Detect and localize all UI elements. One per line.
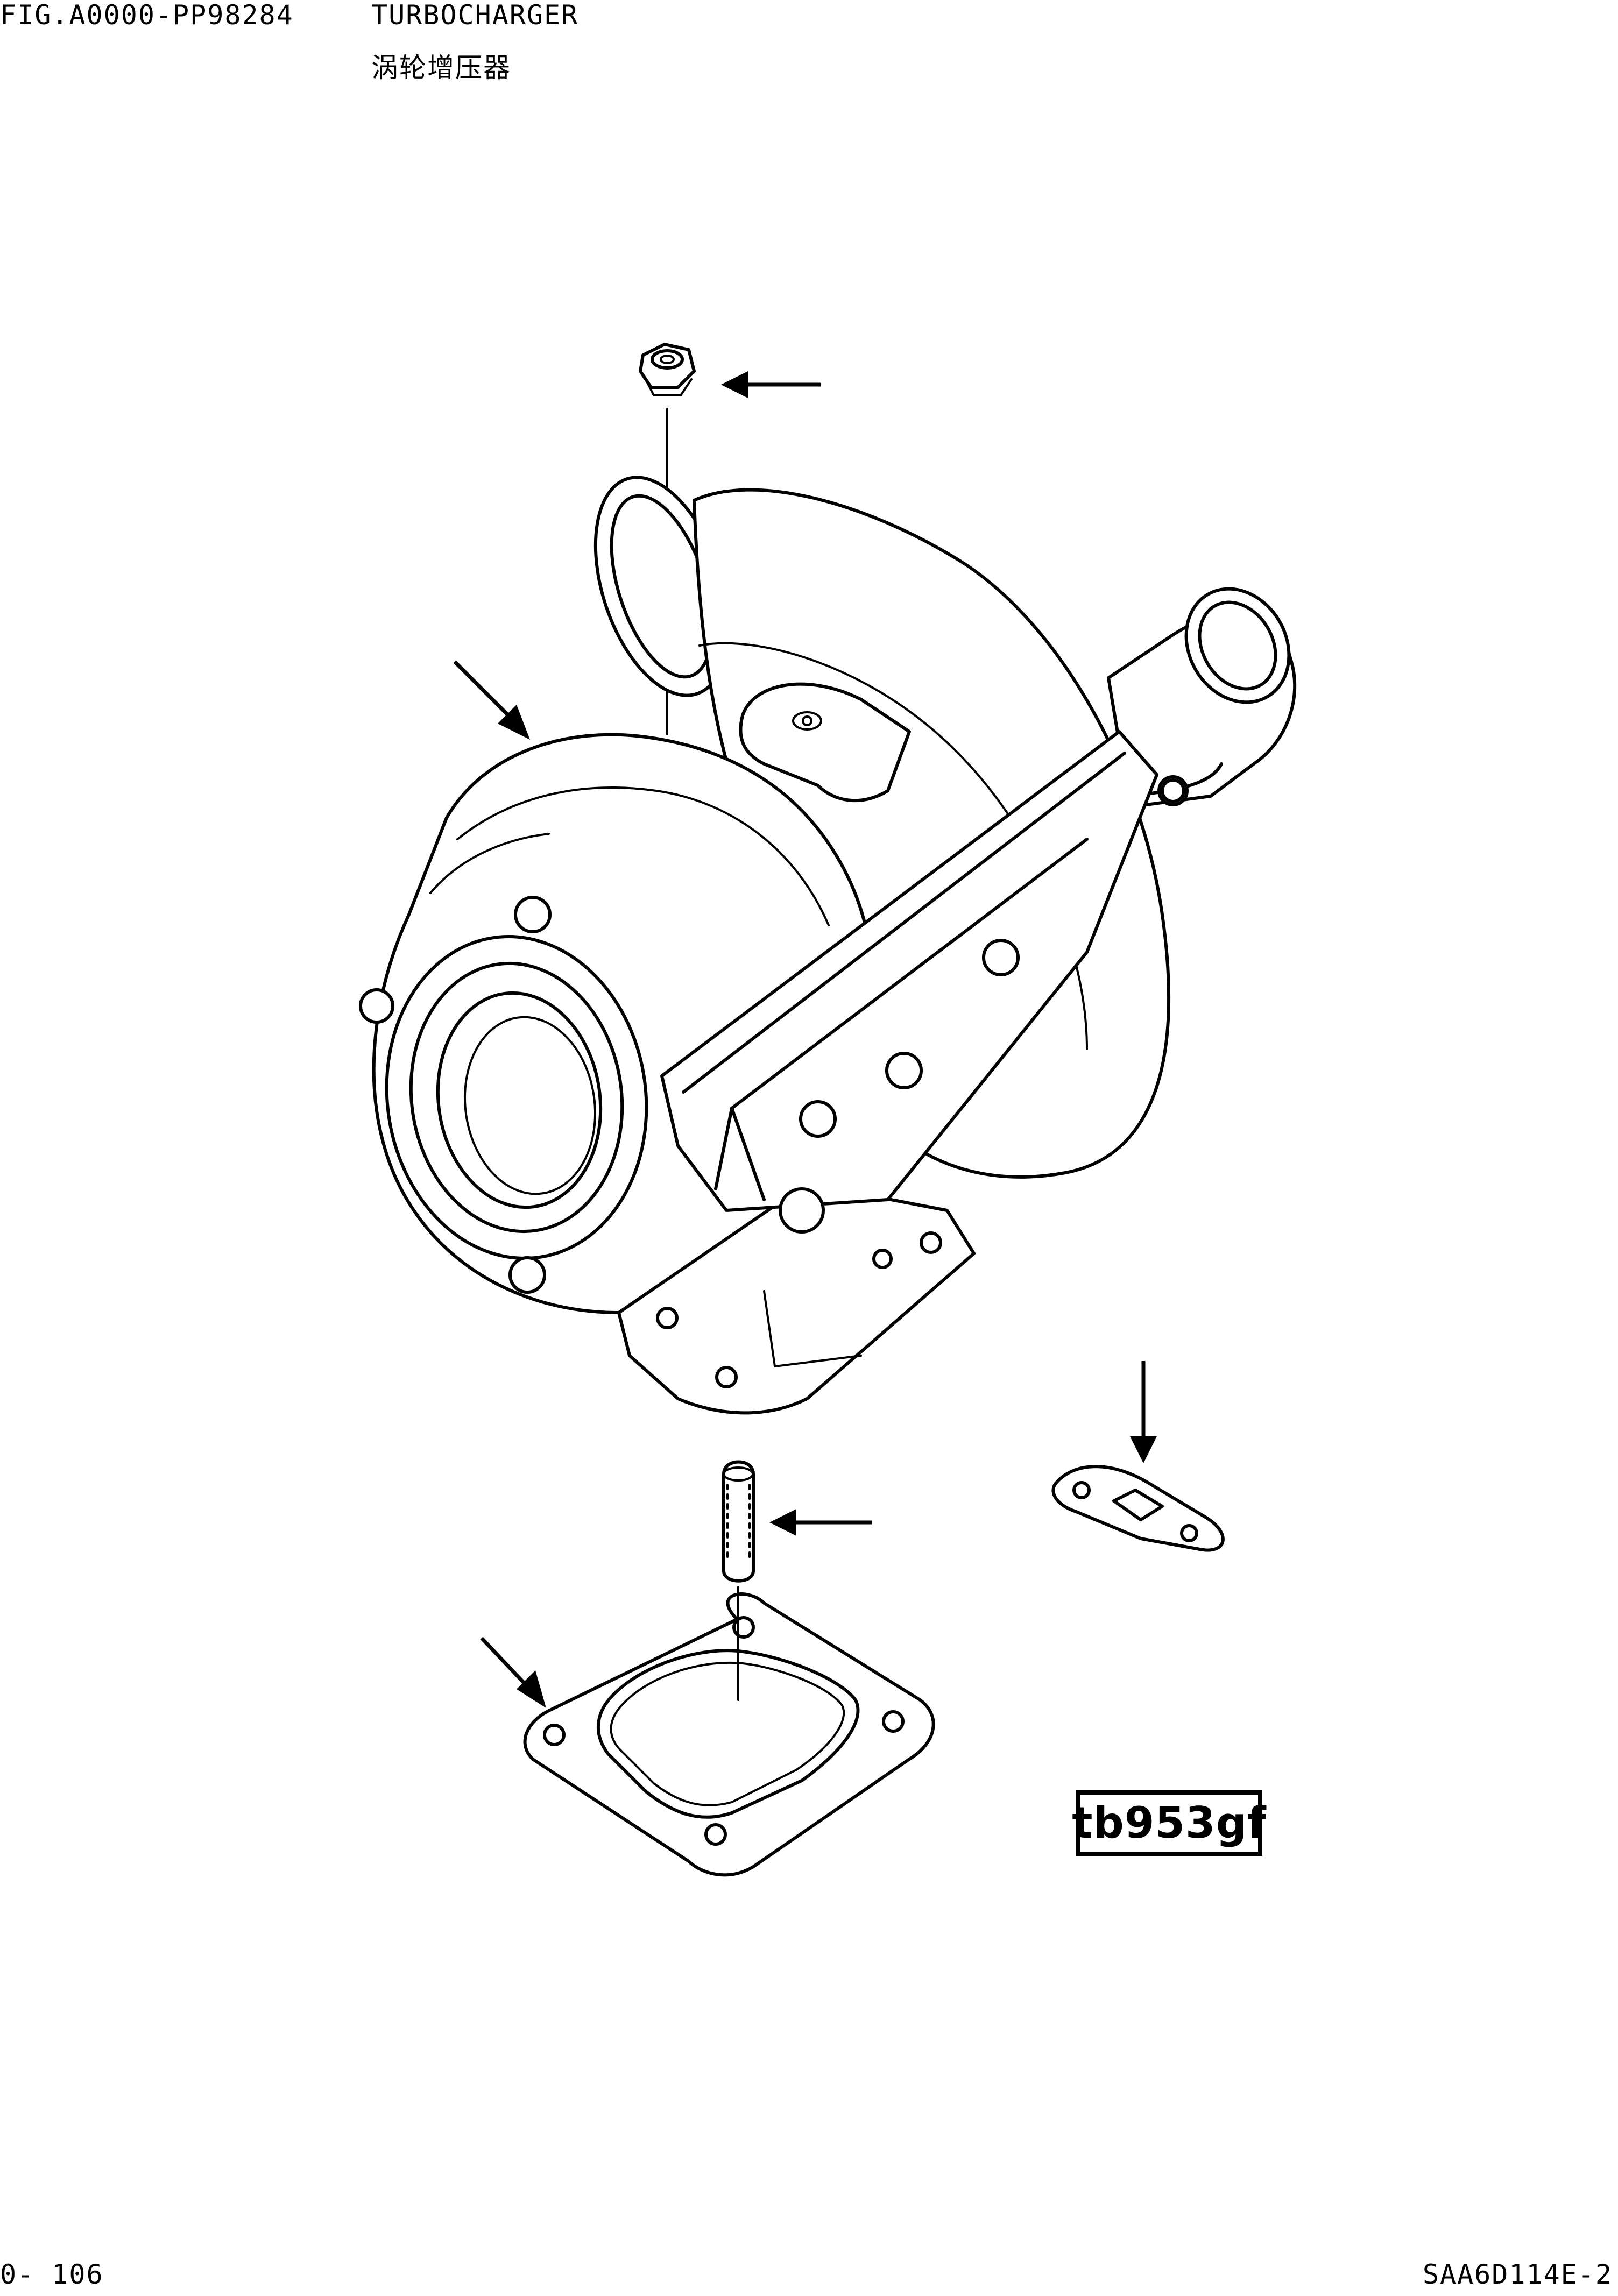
reference-code: tb953gf (1072, 1798, 1267, 1848)
arrow-exhaust-gasket (480, 1636, 546, 1708)
turbocharger-icon (359, 476, 1297, 1415)
figure-title-cn: 涡轮增压器 (371, 52, 511, 83)
stud-icon (722, 1460, 755, 1583)
square-gasket-icon (523, 1592, 935, 1877)
hex-nut-icon (639, 343, 696, 396)
arrow-oil-gasket (1130, 1361, 1157, 1463)
figure-number: FIG.A0000-PP98284 (0, 0, 294, 31)
reference-code-box: tb953gf (1072, 1790, 1266, 1856)
arrow-nut (721, 371, 821, 398)
arrow-stud (769, 1509, 872, 1536)
arrow-turbocharger (453, 660, 530, 740)
model-number: SAA6D114E-2 (1422, 2259, 1613, 2290)
page-number: 0- 106 (0, 2259, 104, 2290)
small-gasket-icon (1051, 1465, 1225, 1552)
figure-title-en: TURBOCHARGER (371, 0, 579, 31)
